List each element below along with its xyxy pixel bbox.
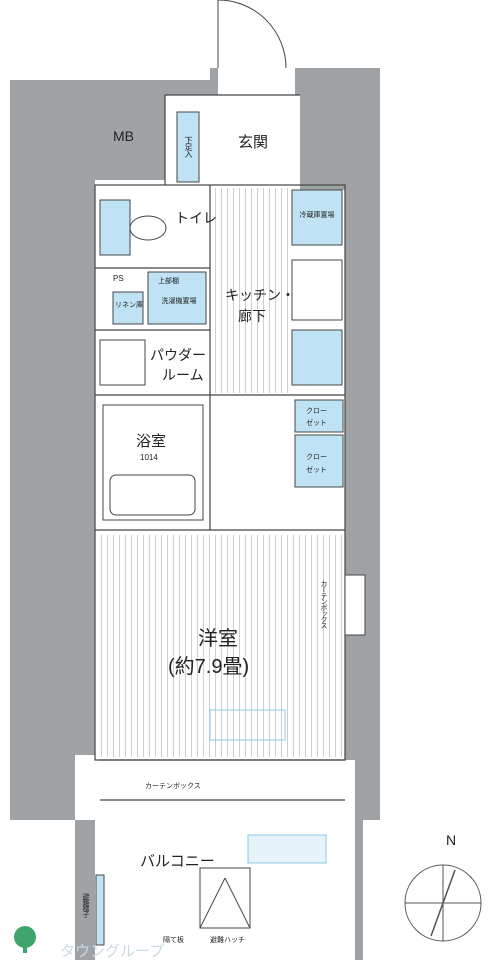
company-watermark: タウングループ bbox=[60, 943, 165, 960]
closet2-label-a: クロー bbox=[306, 454, 327, 461]
balcony-label: バルコニー bbox=[140, 853, 215, 870]
interior-walls bbox=[94, 94, 346, 801]
curtain-box-bottom-label: カーテンボックス bbox=[145, 783, 201, 790]
compass-icon bbox=[404, 864, 482, 942]
kitchen-sink bbox=[291, 329, 343, 386]
closet1-label-a: クロー bbox=[306, 408, 327, 415]
evac-hatch-label: 避難ハッチ bbox=[210, 937, 245, 944]
stove bbox=[291, 259, 343, 321]
powder-label: パウダー bbox=[150, 347, 206, 363]
fridge-space-label: 冷蔵庫置場 bbox=[299, 212, 335, 219]
balcony-fixtures bbox=[95, 834, 327, 946]
entrance-door bbox=[217, 0, 287, 69]
washer-space bbox=[147, 271, 207, 325]
linen-storage bbox=[112, 291, 144, 325]
tree-logo-icon bbox=[8, 925, 42, 955]
powder-room-label: ルーム bbox=[162, 367, 204, 383]
shoe-storage bbox=[176, 111, 200, 183]
shoe-storage-label: 下足入 bbox=[184, 136, 193, 157]
western-room-floor bbox=[100, 535, 343, 757]
toilet-label: トイレ bbox=[175, 210, 217, 226]
bathtub bbox=[102, 404, 204, 521]
wash-basin bbox=[99, 339, 146, 386]
corridor-floor bbox=[212, 188, 288, 393]
closet1-label-b: ゼット bbox=[306, 420, 327, 427]
kitchen-label: キッチン・ bbox=[225, 287, 295, 303]
closet-1 bbox=[294, 399, 344, 433]
curtain-box-side-label: カーテンボックス bbox=[320, 580, 327, 628]
ps-label: PS bbox=[113, 274, 124, 283]
bath-size-label: 1014 bbox=[140, 453, 158, 462]
western-size-label: (約7.9畳) bbox=[168, 656, 250, 678]
washer-space-label: 洗濯機置場 bbox=[161, 298, 197, 305]
fridge-space bbox=[291, 189, 343, 246]
north-label: N bbox=[446, 832, 457, 848]
mb-label: MB bbox=[113, 128, 134, 144]
evac-ladder-label: 避難梯子 bbox=[82, 893, 89, 917]
aircon-marker bbox=[209, 709, 286, 741]
partition-label: 隔て板 bbox=[163, 937, 184, 944]
western-room-label: 洋室 bbox=[198, 628, 238, 650]
upper-cabinet-label: 上部棚 bbox=[158, 278, 179, 285]
closet-2 bbox=[294, 434, 344, 488]
linen-label: リネン庫 bbox=[115, 302, 143, 309]
toilet-fixture bbox=[99, 199, 167, 256]
bath-label: 浴室 bbox=[136, 433, 167, 450]
entrance-label: 玄関 bbox=[238, 134, 269, 151]
side-window bbox=[344, 574, 366, 636]
closet2-label-b: ゼット bbox=[306, 467, 327, 474]
corridor-label: 廊下 bbox=[238, 308, 266, 324]
